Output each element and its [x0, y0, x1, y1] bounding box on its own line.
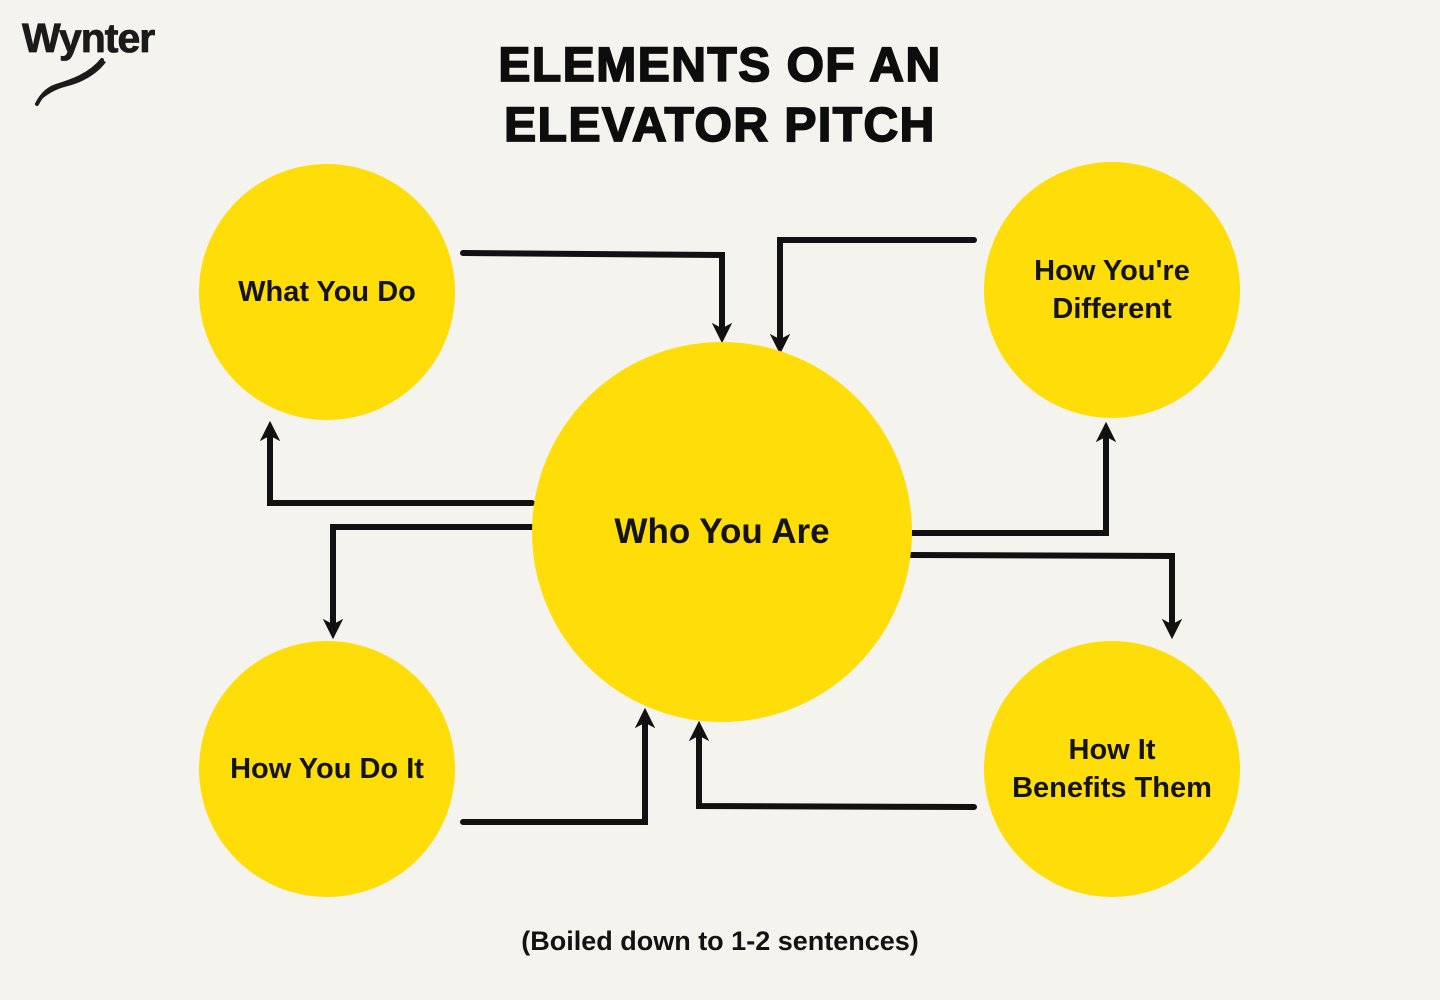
arrow-center-to-how-it-benefits-them: [908, 552, 1183, 640]
node-how-it-benefits-them-label-line-2: Benefits Them: [1012, 772, 1212, 804]
node-how-youre-different-label-line-1: How You're: [1034, 254, 1190, 287]
arrow-how-youre-different-to-center: [769, 237, 977, 355]
node-how-you-do-it-label: How You Do It: [230, 752, 424, 785]
arrow-center-to-how-youre-different: [908, 421, 1117, 536]
arrow-what-you-do-to-center: [460, 250, 733, 344]
node-who-you-are: Who You Are: [532, 342, 912, 722]
page-title-line-1: ELEMENTS OF AN: [498, 38, 942, 93]
page-title-line-2: ELEVATOR PITCH: [503, 99, 936, 154]
node-how-it-benefits-them: How It Benefits Them: [984, 641, 1240, 897]
wynter-logo-text: Wynter: [22, 15, 156, 61]
node-how-you-do-it: How You Do It: [199, 641, 455, 897]
node-what-you-do: What You Do: [199, 164, 455, 420]
arrow-center-to-what-you-do: [259, 420, 535, 506]
node-how-youre-different-label-line-2: Different: [1052, 293, 1172, 325]
node-how-youre-different: How You're Different: [984, 162, 1240, 418]
arrow-how-it-benefits-them-to-center: [688, 720, 977, 810]
arrow-how-you-do-it-to-center: [460, 707, 656, 825]
node-how-it-benefits-them-label-line-1: How It: [1068, 733, 1156, 766]
page-title: ELEMENTS OF AN ELEVATOR PITCH: [0, 36, 1440, 157]
bottom-caption: (Boiled down to 1-2 sentences): [521, 926, 919, 956]
node-who-you-are-label: Who You Are: [614, 511, 830, 551]
node-what-you-do-label: What You Do: [238, 275, 416, 308]
arrow-center-to-how-you-do-it: [322, 524, 535, 640]
